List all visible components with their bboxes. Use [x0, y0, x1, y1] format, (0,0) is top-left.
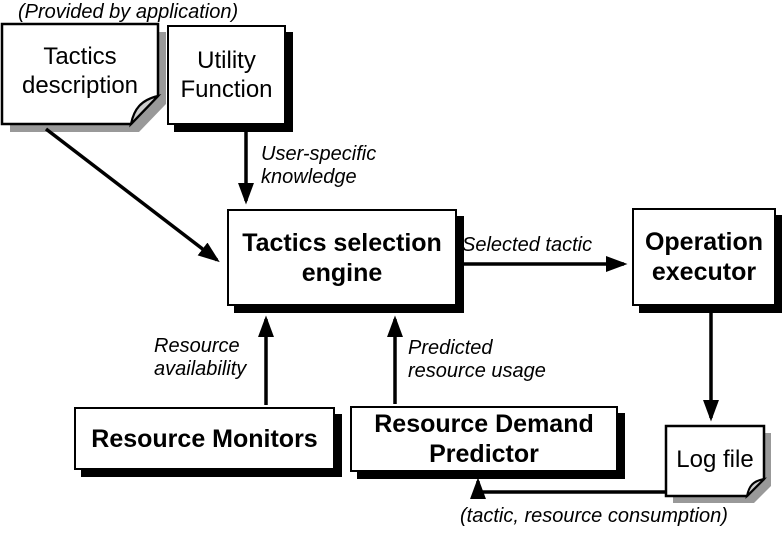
annotation-predicted-resource-usage: Predicted resource usage [408, 337, 546, 382]
node-tactics-description: Tactics description [2, 24, 158, 118]
arrow-tactics-description-to-engine [44, 127, 220, 263]
annotation-resource-availability: Resource availability [154, 335, 247, 380]
node-label: Utility Function [180, 47, 273, 103]
note-fold [129, 94, 162, 128]
note-fold [745, 477, 767, 500]
node-label: Resource Demand Predictor [374, 410, 594, 468]
node-tactics-selection-engine: Tactics selection engine [227, 209, 457, 306]
node-label: Tactics selection engine [242, 228, 442, 287]
node-label: Tactics description [21, 43, 139, 99]
annotation-selected-tactic: Selected tactic [462, 234, 593, 256]
note-tactics-description [0, 22, 166, 132]
annotation-provided-by-application: (Provided by application) [18, 1, 239, 23]
arrow-log-file-to-predictor [469, 477, 666, 500]
annotation-user-specific-knowledge: User-specific knowledge [261, 143, 377, 188]
node-resource-monitors: Resource Monitors [74, 407, 335, 470]
annotation-tactic-resource-consumption: (tactic, resource consumption) [460, 505, 728, 527]
note-log-file [664, 424, 771, 503]
node-label: Log file [676, 445, 754, 473]
node-operation-executor: Operation executor [632, 208, 776, 306]
node-utility-function: Utility Function [167, 25, 286, 125]
node-resource-demand-predictor: Resource Demand Predictor [350, 406, 618, 472]
node-label: Operation executor [644, 228, 764, 286]
node-log-file: Log file [666, 426, 764, 492]
node-label: Resource Monitors [91, 424, 318, 453]
